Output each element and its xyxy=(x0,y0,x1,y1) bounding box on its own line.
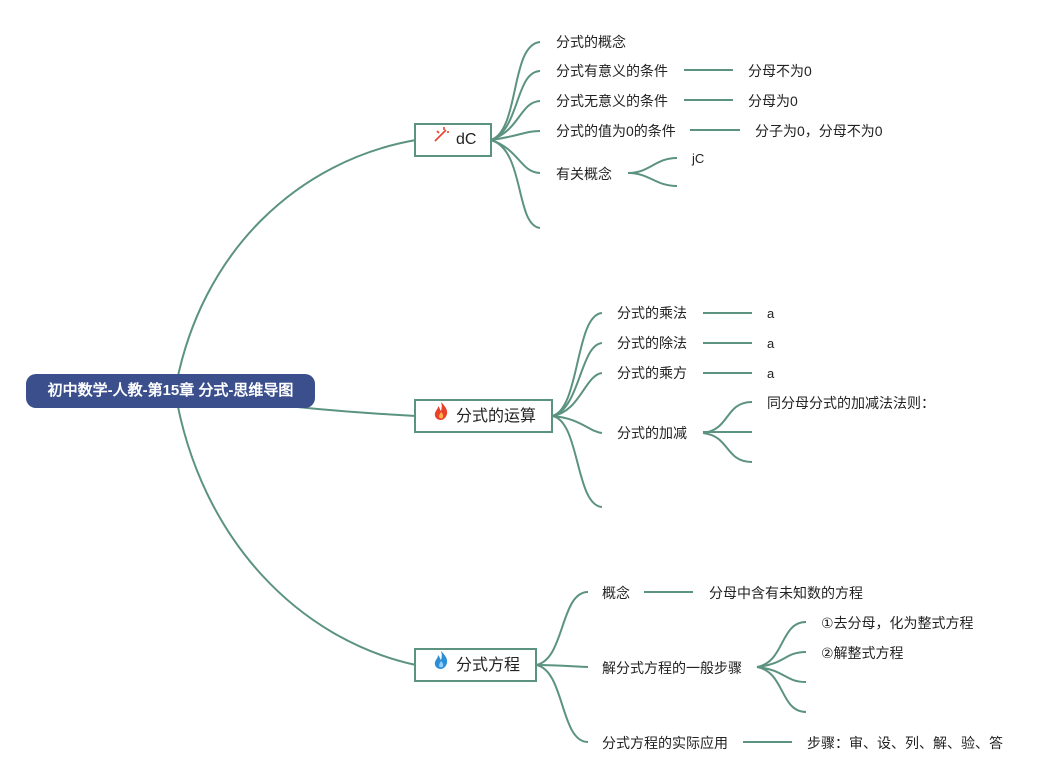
branch-title: 分式方程 xyxy=(456,657,521,674)
leaf-same-denominator-rule[interactable]: 同分母分式的加减法法则： xyxy=(767,395,935,411)
leaf-numerator-zero[interactable]: 分子为0，分母不为0 xyxy=(755,123,883,139)
branch-fractional-equations[interactable]: 分式方程 xyxy=(414,648,537,682)
node-concept[interactable]: 分式的概念 xyxy=(556,34,626,50)
node-related-concepts[interactable]: 有关概念 xyxy=(556,166,612,182)
leaf-application-steps[interactable]: 步骤：审、设、列、解、验、答 xyxy=(807,735,1003,751)
node-meaningful-condition[interactable]: 分式有意义的条件 xyxy=(556,63,668,79)
leaf-step-2[interactable]: ②解整式方程 xyxy=(821,645,904,661)
node-power[interactable]: 分式的乘方 xyxy=(617,365,687,381)
branch-title: 分式的运算 xyxy=(456,408,537,425)
node-meaningless-condition[interactable]: 分式无意义的条件 xyxy=(556,93,668,109)
blue-flame-icon xyxy=(430,650,452,681)
leaf-step-1[interactable]: ①去分母，化为整式方程 xyxy=(821,615,974,631)
root-topic[interactable]: 初中数学-人教-第15章 分式-思维导图 xyxy=(26,374,315,408)
node-applications[interactable]: 分式方程的实际应用 xyxy=(602,735,728,751)
leaf-a-1[interactable]: a xyxy=(767,306,775,321)
node-division[interactable]: 分式的除法 xyxy=(617,335,687,351)
node-multiplication[interactable]: 分式的乘法 xyxy=(617,305,687,321)
node-equation-concept[interactable]: 概念 xyxy=(602,585,630,601)
node-value-zero-condition[interactable]: 分式的值为0的条件 xyxy=(556,123,676,139)
branch-operations[interactable]: 分式的运算 xyxy=(414,399,553,433)
branch-title: dC xyxy=(456,131,477,148)
branch-dc[interactable]: dC xyxy=(414,123,492,157)
leaf-a-3[interactable]: a xyxy=(767,366,775,381)
sparkle-icon xyxy=(430,125,452,155)
fire-icon xyxy=(430,401,452,432)
leaf-denominator-zero[interactable]: 分母为0 xyxy=(748,93,798,109)
node-solving-steps[interactable]: 解分式方程的一般步骤 xyxy=(602,660,742,676)
leaf-jc[interactable]: jC xyxy=(692,151,705,166)
node-addition-subtraction[interactable]: 分式的加减 xyxy=(617,425,687,441)
leaf-denominator-nonzero[interactable]: 分母不为0 xyxy=(748,63,812,79)
leaf-a-2[interactable]: a xyxy=(767,336,775,351)
leaf-equation-definition[interactable]: 分母中含有未知数的方程 xyxy=(709,585,863,601)
